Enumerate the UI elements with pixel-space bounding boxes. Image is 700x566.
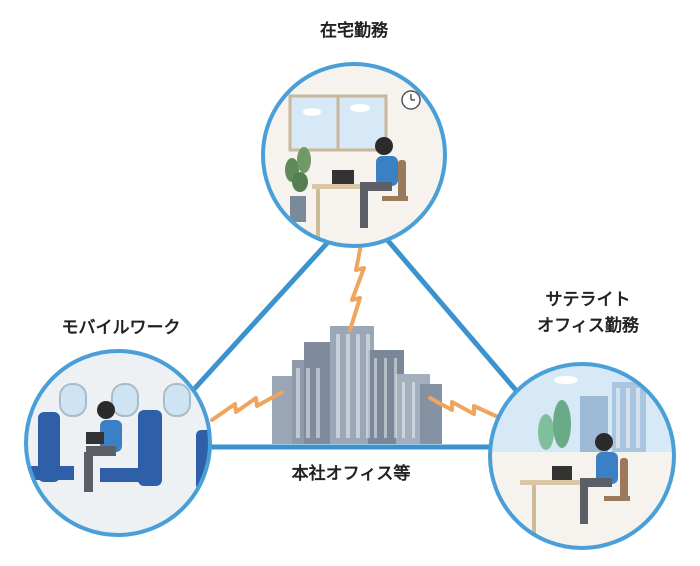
- airplane-seat-icon: [30, 410, 210, 490]
- satellite-office-node: [488, 362, 676, 550]
- connector-home-mobile: [184, 238, 332, 400]
- hq-office-label: 本社オフィス等: [291, 464, 411, 484]
- connector-home-satellite: [382, 234, 522, 397]
- plant-icon: [285, 147, 311, 222]
- bolt-home: [348, 238, 366, 332]
- bolt-satellite: [428, 396, 502, 420]
- mobile-work-node: [24, 349, 212, 537]
- home-work-label: 在宅勤務: [320, 21, 388, 41]
- home-work-node: [261, 62, 447, 248]
- satellite-office-label-line1: サテライト: [545, 290, 631, 310]
- mobile-work-label: モバイルワーク: [61, 318, 181, 338]
- triangle-connectors: [184, 234, 522, 450]
- mobile-work-circle: [24, 349, 212, 537]
- satellite-office-label-line2: オフィス勤務: [537, 316, 639, 336]
- bolt-mobile: [210, 390, 284, 422]
- satellite-office-circle: [488, 362, 676, 550]
- hq-buildings-illustration: [272, 326, 442, 444]
- signal-bolts: [210, 238, 502, 422]
- home-work-circle: [261, 62, 447, 248]
